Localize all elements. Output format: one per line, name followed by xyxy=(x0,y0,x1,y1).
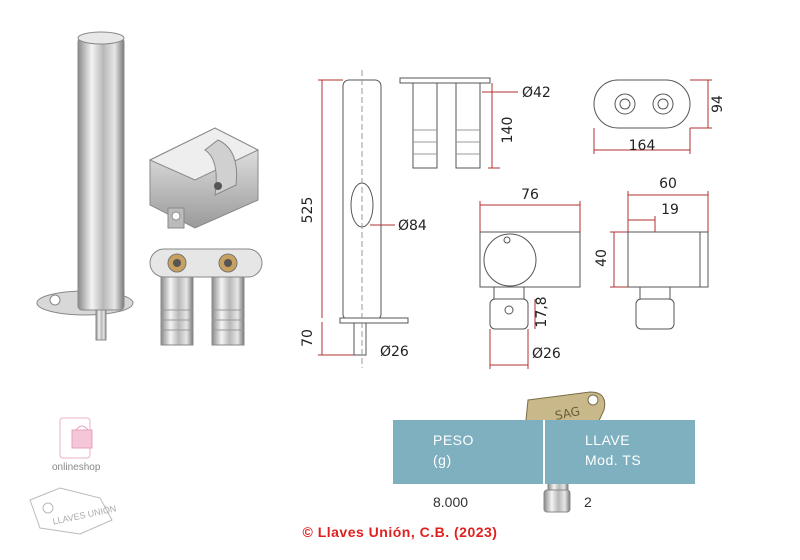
lock-box-photo xyxy=(148,127,260,229)
spec-table-header: PESO (g) LLAVE Mod. TS xyxy=(393,420,695,484)
value-weight: 8.000 xyxy=(433,494,469,510)
key-brand-label: SAG xyxy=(554,404,582,423)
header-key: LLAVE Mod. TS xyxy=(543,420,695,484)
dim-side-inner: 19 xyxy=(661,202,679,218)
bollard-post-photo xyxy=(36,31,134,341)
onlineshop-logo-text: onlineshop xyxy=(52,462,101,473)
header-key-line2: Mod. TS xyxy=(585,452,642,468)
llaves-union-logo xyxy=(29,487,113,535)
dim-plate-width: 164 xyxy=(629,138,656,154)
dim-70: 70 xyxy=(300,329,316,347)
dim-post-diameter: Ø84 xyxy=(398,218,427,234)
dim-side-width: 60 xyxy=(659,176,677,192)
header-key-line1: LLAVE xyxy=(585,432,631,448)
dim-post-tip-diameter: Ø26 xyxy=(380,344,409,360)
spec-table: PESO (g) LLAVE Mod. TS 8.000 2 xyxy=(393,420,695,510)
header-weight-line2: (g) xyxy=(433,452,452,468)
dim-lock-height: 40 xyxy=(594,249,610,267)
dim-lock-width: 76 xyxy=(521,187,539,203)
plate-drawing xyxy=(593,79,712,154)
header-weight: PESO (g) xyxy=(393,420,543,484)
dim-insert-diameter: Ø42 xyxy=(522,85,551,101)
dim-lock-bolt-length: 17,8 xyxy=(534,296,550,327)
lock-side-drawing xyxy=(610,191,709,330)
lock-front-drawing xyxy=(479,201,581,369)
dim-525: 525 xyxy=(300,197,316,224)
copyright-text: © Llaves Unión, C.B. (2023) xyxy=(302,524,498,540)
post-drawing xyxy=(318,70,409,368)
header-weight-line1: PESO xyxy=(433,432,474,448)
dim-insert-depth: 140 xyxy=(500,117,516,144)
sleeve-drawing xyxy=(399,77,518,169)
value-key: 2 xyxy=(584,494,592,510)
dim-lock-bolt-diameter: Ø26 xyxy=(532,346,561,362)
onlineshop-logo xyxy=(59,417,93,459)
dim-plate-height: 94 xyxy=(710,95,726,113)
ground-sleeve-photo xyxy=(149,248,263,346)
spec-table-values: 8.000 2 xyxy=(393,494,695,510)
